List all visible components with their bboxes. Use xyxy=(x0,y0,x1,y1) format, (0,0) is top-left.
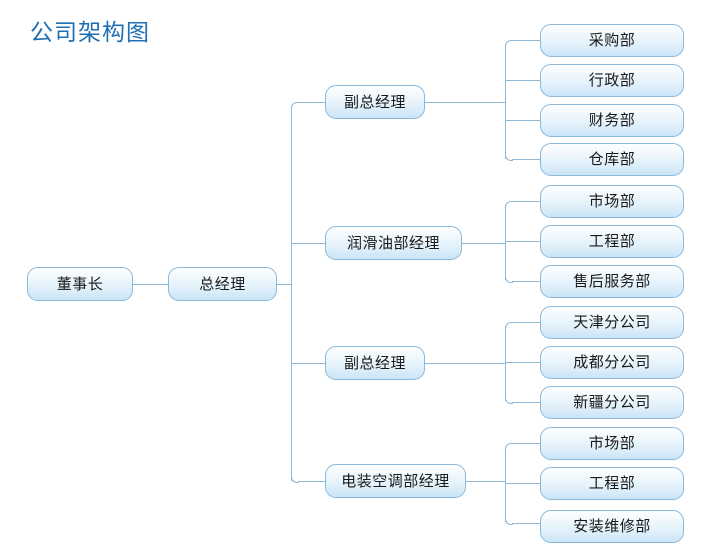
connector-elbow-b3-bottom xyxy=(505,396,513,404)
node-label: 润滑油部经理 xyxy=(346,233,440,252)
node-label: 总经理 xyxy=(199,274,246,293)
node-label: 副总经理 xyxy=(343,92,406,111)
connector-b4-item3 xyxy=(512,523,540,524)
node-administration-dept[interactable]: 行政部 xyxy=(540,64,684,97)
connector-trunk-level2 xyxy=(291,108,292,481)
node-tianjin-branch[interactable]: 天津分公司 xyxy=(540,306,684,339)
connector-b4-item2 xyxy=(505,483,540,484)
node-label: 天津分公司 xyxy=(573,313,651,331)
node-label: 电装空调部经理 xyxy=(341,471,450,490)
node-procurement-dept[interactable]: 采购部 xyxy=(540,24,684,57)
connector-hvac-out xyxy=(466,481,505,482)
connector-b1-item4 xyxy=(512,159,540,160)
node-engineering-dept-hvac[interactable]: 工程部 xyxy=(540,467,684,500)
node-general-manager[interactable]: 总经理 xyxy=(168,267,277,301)
connector-lube-out xyxy=(462,243,505,244)
node-xinjiang-branch[interactable]: 新疆分公司 xyxy=(540,386,684,419)
node-chairman[interactable]: 董事长 xyxy=(27,267,133,301)
connector-elbow-b2-top xyxy=(505,201,513,209)
node-label: 采购部 xyxy=(588,31,636,49)
connector-gm-to-trunk xyxy=(277,284,291,285)
node-marketing-dept-lube[interactable]: 市场部 xyxy=(540,185,684,218)
node-lubricant-manager[interactable]: 润滑油部经理 xyxy=(325,226,462,260)
node-aftersales-service-dept[interactable]: 售后服务部 xyxy=(540,265,684,298)
connector-elbow-b2-bottom xyxy=(505,275,513,283)
connector-b1-item2 xyxy=(505,80,540,81)
node-deputy-general-manager-2[interactable]: 副总经理 xyxy=(325,346,425,380)
connector-stub-lube xyxy=(291,243,325,244)
connector-spine-branch2 xyxy=(505,207,506,280)
connector-dgm2-out xyxy=(425,363,505,364)
node-label: 董事长 xyxy=(56,274,104,293)
node-label: 仓库部 xyxy=(588,150,636,168)
connector-spine-branch4 xyxy=(505,449,506,522)
connector-spine-branch1 xyxy=(505,46,506,159)
node-engineering-dept-lube[interactable]: 工程部 xyxy=(540,225,684,258)
node-warehouse-dept[interactable]: 仓库部 xyxy=(540,143,684,176)
node-finance-dept[interactable]: 财务部 xyxy=(540,104,684,137)
node-label: 工程部 xyxy=(588,474,636,492)
node-label: 工程部 xyxy=(588,232,636,250)
node-label: 行政部 xyxy=(588,71,636,89)
connector-elbow-b1-bottom xyxy=(505,153,513,161)
connector-spine-branch3 xyxy=(505,328,506,401)
node-label: 副总经理 xyxy=(343,353,406,372)
connector-b3-item1 xyxy=(512,322,540,323)
node-deputy-general-manager-1[interactable]: 副总经理 xyxy=(325,85,425,119)
connector-elbow-dgm1 xyxy=(291,102,299,110)
node-label: 新疆分公司 xyxy=(573,393,651,411)
node-label: 成都分公司 xyxy=(573,353,651,371)
connector-b4-item1 xyxy=(512,443,540,444)
node-label: 售后服务部 xyxy=(573,272,651,290)
connector-elbow-b3-top xyxy=(505,322,513,330)
connector-chairman-to-gm xyxy=(133,284,168,285)
connector-stub-dgm1 xyxy=(298,102,325,103)
connector-b2-item3 xyxy=(512,281,540,282)
connector-b3-item2 xyxy=(505,362,540,363)
connector-elbow-b4-bottom xyxy=(505,517,513,525)
node-label: 市场部 xyxy=(588,434,636,452)
connector-stub-hvac xyxy=(298,481,325,482)
connector-b2-item1 xyxy=(512,201,540,202)
connector-elbow-b1-top xyxy=(505,40,513,48)
connector-dgm1-out xyxy=(425,102,505,103)
node-chengdu-branch[interactable]: 成都分公司 xyxy=(540,346,684,379)
connector-b2-item2 xyxy=(505,241,540,242)
connector-elbow-b4-top xyxy=(505,443,513,451)
node-marketing-dept-hvac[interactable]: 市场部 xyxy=(540,427,684,460)
connector-elbow-hvac xyxy=(291,475,299,483)
connector-b3-item3 xyxy=(512,402,540,403)
node-installation-maintenance-dept[interactable]: 安装维修部 xyxy=(540,510,684,543)
connector-b1-item1 xyxy=(512,40,540,41)
connector-b1-item3 xyxy=(505,120,540,121)
connector-stub-dgm2 xyxy=(291,363,325,364)
node-label: 市场部 xyxy=(588,192,636,210)
page-title: 公司架构图 xyxy=(30,20,150,46)
node-label: 安装维修部 xyxy=(573,517,651,535)
node-label: 财务部 xyxy=(588,111,636,129)
node-hvac-manager[interactable]: 电装空调部经理 xyxy=(325,464,466,498)
